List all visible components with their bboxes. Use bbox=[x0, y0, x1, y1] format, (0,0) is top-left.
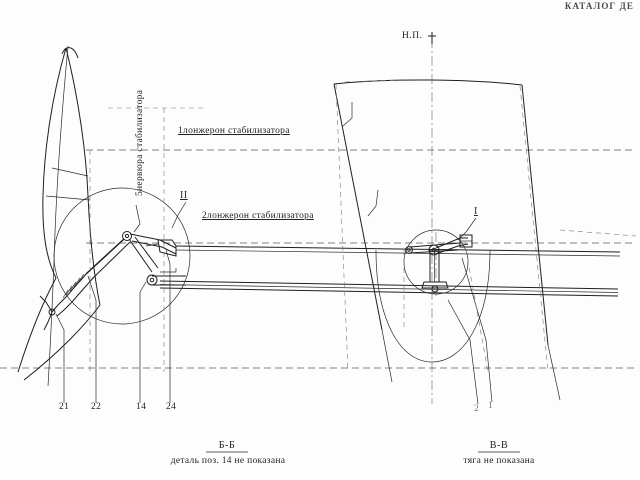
detail-callout-I: I bbox=[474, 206, 478, 217]
datum-label-np: Н.П. bbox=[402, 31, 423, 41]
item-number-1-right: 1 bbox=[488, 401, 494, 411]
annotation-spar2-label: 2лонжерон стабилизатора bbox=[202, 211, 314, 221]
fitting-bracket-right bbox=[405, 232, 473, 296]
section-title-vv: В-В bbox=[489, 440, 509, 451]
annotation-spar1-label: 1лонжерон стабилизатора bbox=[178, 126, 290, 136]
fin-leading-edge-profile bbox=[17, 45, 101, 387]
detail-callout-II: II bbox=[180, 190, 188, 201]
item-number-21: 21 bbox=[59, 402, 70, 412]
main-spar-tube bbox=[159, 245, 621, 297]
datum-tick bbox=[428, 32, 436, 44]
section-subtitle-bb: деталь поз. 14 не показана bbox=[170, 456, 286, 466]
section-title-bb: Б-Б bbox=[218, 440, 236, 451]
section-subtitle-vv: тяга не показана bbox=[463, 456, 535, 466]
annotation-rib5-label: 5нервюра стабилизатора bbox=[135, 89, 145, 196]
item-number-22: 22 bbox=[91, 402, 102, 412]
construction-lines bbox=[89, 83, 637, 373]
item-number-2-right: 2 bbox=[474, 404, 480, 414]
datum-lines bbox=[0, 107, 636, 369]
catalog-header-title: КАТАЛОГ ДЕ bbox=[564, 1, 634, 11]
leader-lines bbox=[55, 102, 493, 405]
item-number-24: 24 bbox=[166, 402, 177, 412]
detail-circle-II bbox=[53, 187, 191, 325]
item-number-14: 14 bbox=[136, 402, 147, 412]
stabilizer-front-view bbox=[333, 79, 561, 401]
